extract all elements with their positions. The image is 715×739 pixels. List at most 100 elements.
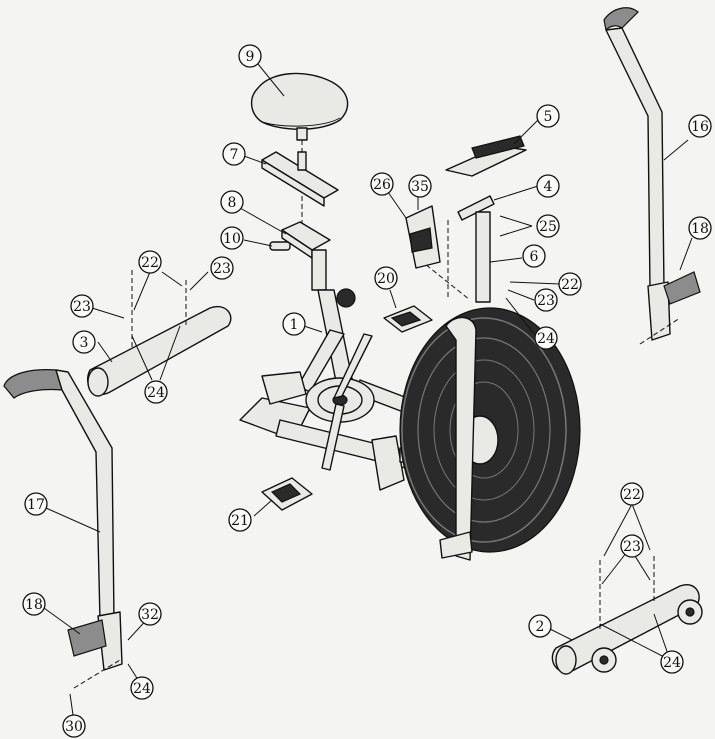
- callout-c18b: 18: [22, 592, 46, 616]
- callout-number: 25: [539, 219, 557, 235]
- callout-circle: [228, 508, 252, 532]
- callout-c23b: 23: [534, 288, 558, 312]
- callout-number: 3: [80, 335, 89, 351]
- callout-c30: 30: [62, 714, 86, 738]
- callout-circle: [528, 614, 552, 638]
- callout-circle: [522, 244, 546, 268]
- callout-c20: 20: [374, 266, 398, 290]
- callout-number: 8: [228, 195, 237, 211]
- left-handlebar-part: [3, 369, 123, 689]
- callout-number: 26: [373, 177, 391, 193]
- callout-circle: [558, 272, 582, 296]
- callout-circle: [72, 330, 96, 354]
- callout-c9: 9: [238, 44, 262, 68]
- callout-c2: 2: [528, 614, 552, 638]
- callout-circle: [620, 482, 644, 506]
- callout-c35: 35: [408, 174, 432, 198]
- callout-circle: [70, 294, 94, 318]
- callout-c16: 16: [688, 114, 712, 138]
- callout-circle: [688, 216, 712, 240]
- callout-circle: [24, 492, 48, 516]
- fan-wheel-part: [399, 307, 581, 561]
- callout-number: 18: [25, 597, 43, 613]
- callout-circle: [222, 142, 246, 166]
- callout-circle: [238, 44, 262, 68]
- seat-slider-part: [261, 151, 339, 207]
- callout-circle: [220, 226, 244, 250]
- callout-circle: [620, 534, 644, 558]
- callout-number: 23: [623, 539, 641, 555]
- callout-c22a: 22: [138, 250, 162, 274]
- callout-c32: 32: [138, 602, 162, 626]
- callout-c22c: 22: [620, 482, 644, 506]
- callout-number: 24: [537, 331, 555, 347]
- seat-part: [251, 72, 349, 232]
- callout-circle: [534, 326, 558, 350]
- callout-c24a: 24: [144, 380, 168, 404]
- callout-c24c: 24: [130, 676, 154, 700]
- callout-c24d: 24: [660, 650, 684, 674]
- callout-number: 1: [290, 317, 299, 333]
- callout-number: 22: [141, 255, 159, 271]
- callout-number: 32: [141, 607, 159, 623]
- callout-circle: [536, 174, 560, 198]
- callout-circle: [536, 214, 560, 238]
- rear-stabilizer-part: [551, 556, 703, 675]
- callout-circle: [130, 676, 154, 700]
- callout-number: 6: [530, 249, 539, 265]
- callout-number: 23: [73, 299, 91, 315]
- callout-c6: 6: [522, 244, 546, 268]
- callout-circle: [408, 174, 432, 198]
- right-handlebar-part: [603, 7, 701, 345]
- callout-c23a: 23: [210, 256, 234, 280]
- callout-number: 4: [544, 179, 553, 195]
- console-assembly-part: [419, 135, 527, 303]
- callout-c5: 5: [536, 104, 560, 128]
- pedal-right-part: [383, 305, 433, 333]
- callout-number: 23: [537, 293, 555, 309]
- callout-number: 5: [544, 109, 553, 125]
- seat-post-part: [269, 221, 331, 291]
- callout-circle: [370, 172, 394, 196]
- callout-number: 2: [536, 619, 545, 635]
- callout-c23d: 23: [620, 534, 644, 558]
- callout-circle: [536, 104, 560, 128]
- callout-number: 9: [246, 49, 255, 65]
- callout-c3: 3: [72, 330, 96, 354]
- callout-circle: [210, 256, 234, 280]
- callout-number: 24: [663, 655, 681, 671]
- front-stabilizer-part: [87, 270, 232, 397]
- callout-c21: 21: [228, 508, 252, 532]
- callout-c26: 26: [370, 172, 394, 196]
- callout-circle: [138, 602, 162, 626]
- callout-c7: 7: [222, 142, 246, 166]
- callout-circle: [220, 190, 244, 214]
- callout-number: 18: [691, 221, 709, 237]
- callout-c8: 8: [220, 190, 244, 214]
- callout-c25: 25: [536, 214, 560, 238]
- callout-c4: 4: [536, 174, 560, 198]
- callout-number: 22: [561, 277, 579, 293]
- callout-number: 7: [230, 147, 239, 163]
- callout-c24b: 24: [534, 326, 558, 350]
- callout-c23c: 23: [70, 294, 94, 318]
- callout-circle: [534, 288, 558, 312]
- callout-c10: 10: [220, 226, 244, 250]
- callout-number: 20: [377, 271, 395, 287]
- callout-circle: [62, 714, 86, 738]
- callout-number: 24: [133, 681, 151, 697]
- callout-circle: [282, 312, 306, 336]
- callout-number: 10: [223, 231, 241, 247]
- callout-circle: [374, 266, 398, 290]
- callout-number: 16: [691, 119, 709, 135]
- callout-number: 23: [213, 261, 231, 277]
- callout-number: 17: [27, 497, 45, 513]
- callout-number: 22: [623, 487, 641, 503]
- callout-c1: 1: [282, 312, 306, 336]
- callout-c18a: 18: [688, 216, 712, 240]
- callout-circle: [144, 380, 168, 404]
- clamp-part: [405, 205, 441, 269]
- callout-circle: [660, 650, 684, 674]
